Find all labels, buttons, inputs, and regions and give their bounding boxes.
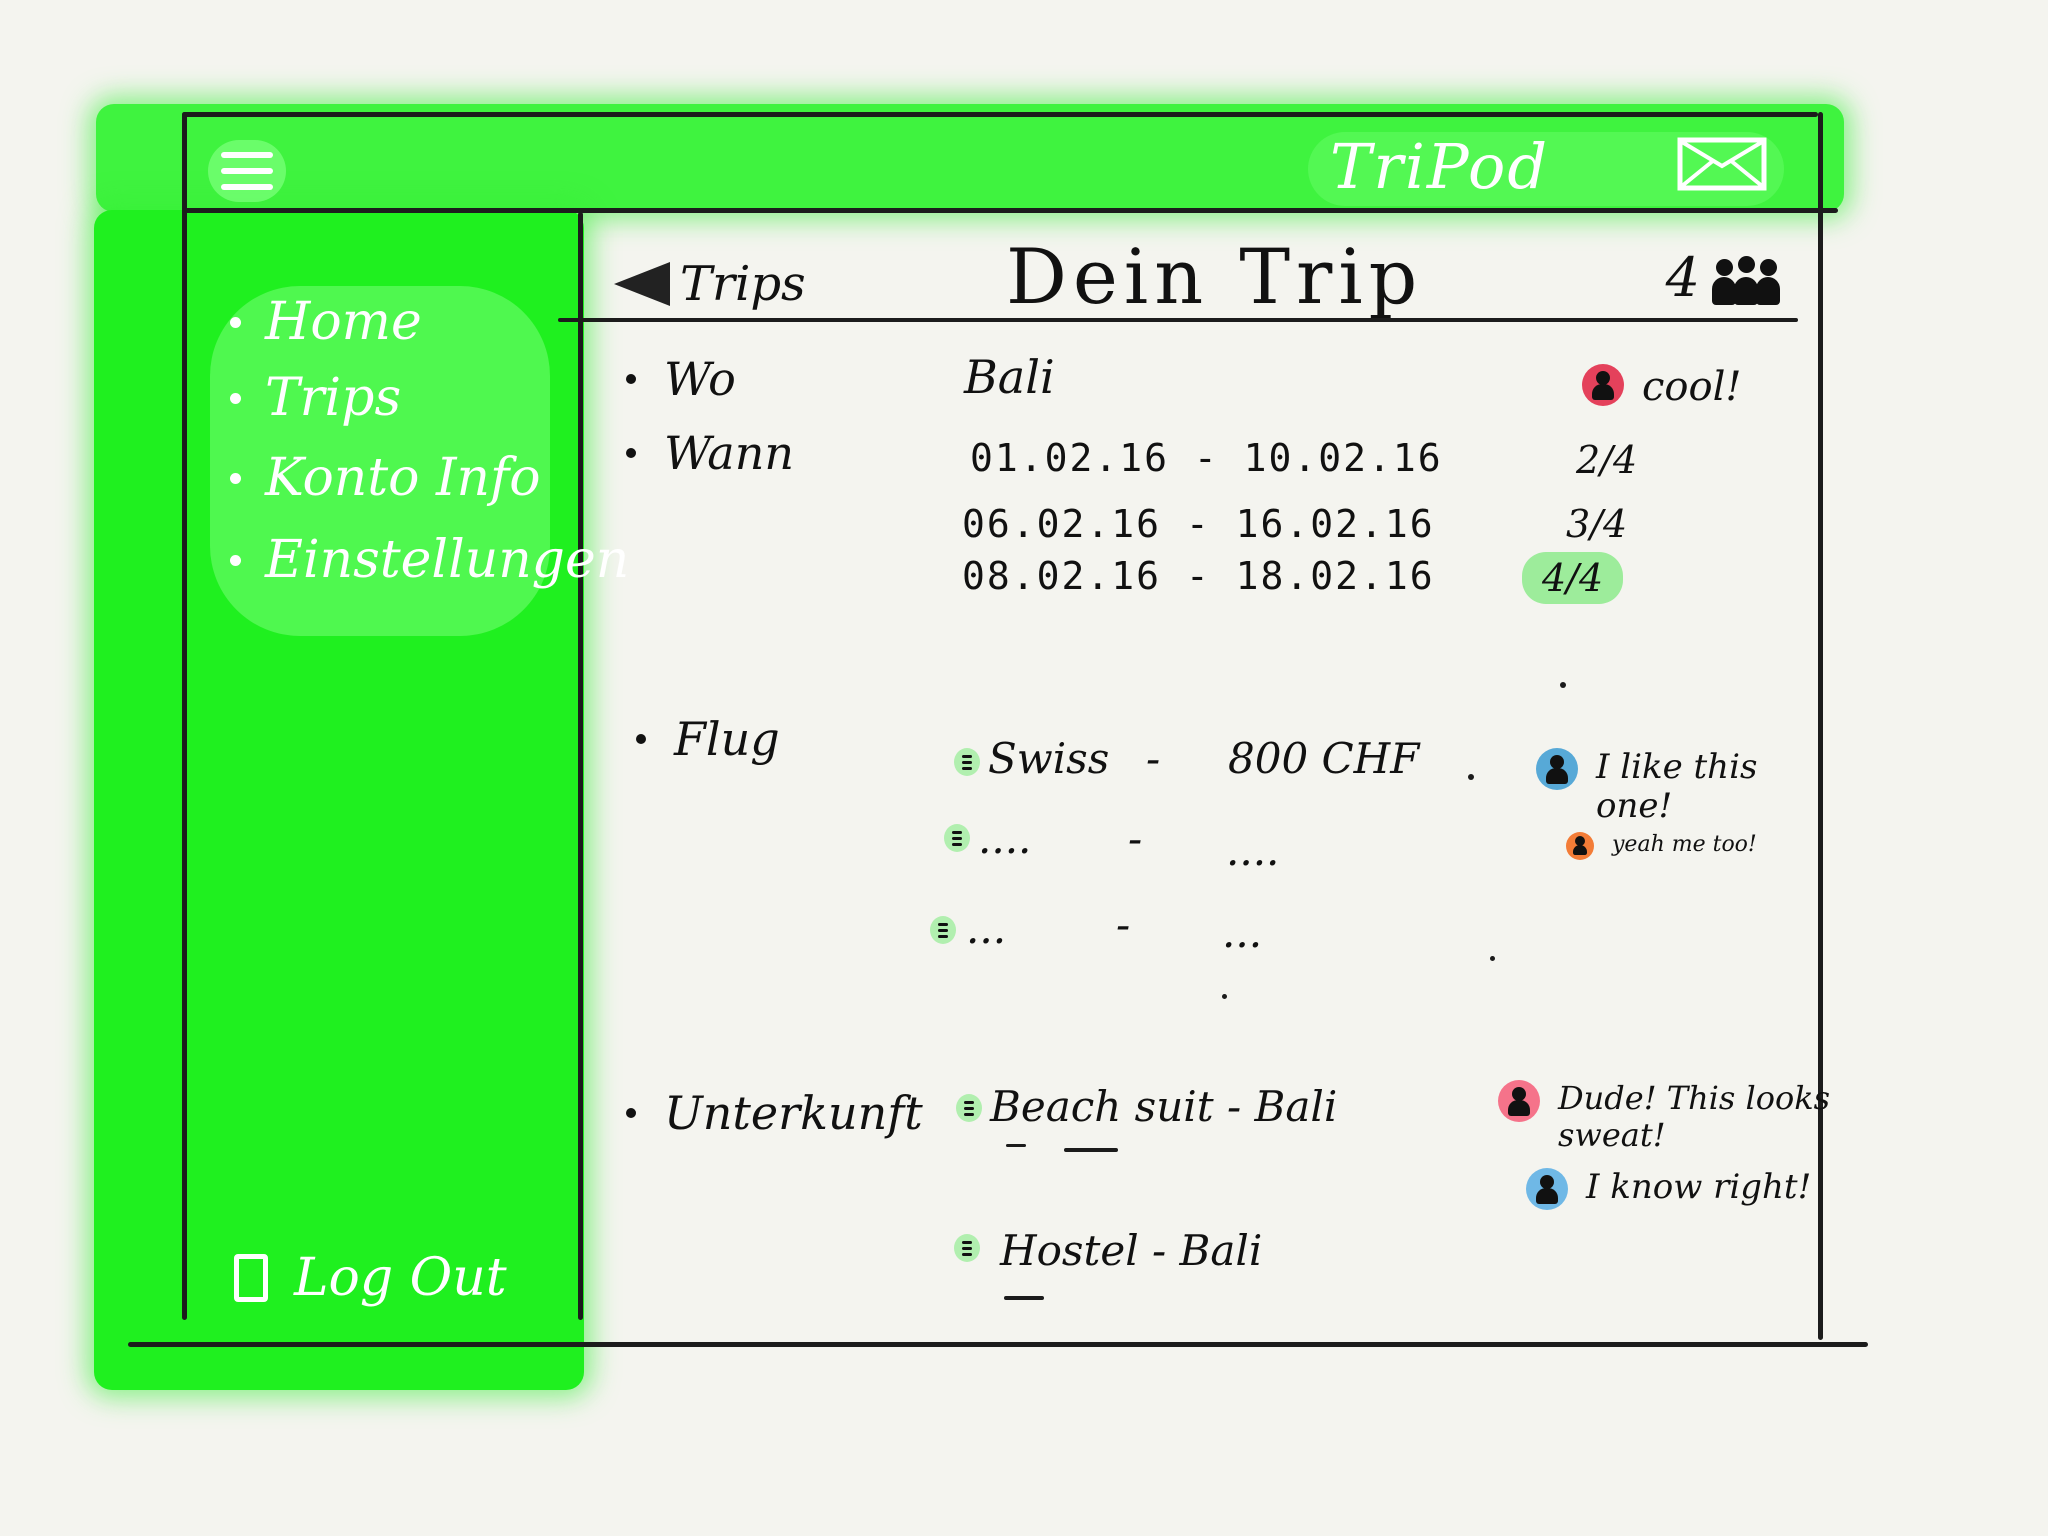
sidebar-item-label: Home <box>265 292 422 352</box>
date-option-1-votes: 2/4 <box>1576 438 1638 482</box>
people-icon <box>1712 251 1782 305</box>
lodging-comment-2: I know right! <box>1526 1167 1812 1210</box>
participants-button[interactable]: 4 <box>1666 246 1782 309</box>
bullet-icon <box>626 448 636 458</box>
flight-option-1-separator: - <box>1146 734 1161 783</box>
handwritten-stroke <box>1004 1296 1044 1300</box>
destination-comment: cool! <box>1582 364 1741 410</box>
comment-text: Dude! This looks sweat! <box>1558 1079 1831 1154</box>
frame-bottom-line <box>128 1342 1868 1347</box>
section-wann: Wann <box>626 426 794 480</box>
ink-dot <box>1222 994 1227 999</box>
sidebar-divider <box>578 212 583 1320</box>
avatar <box>1536 748 1578 790</box>
ink-dot <box>1490 956 1495 961</box>
bullet-icon <box>626 374 636 384</box>
flight-option-3-separator: - <box>1116 900 1131 949</box>
back-arrow-icon <box>614 262 670 306</box>
flight-option-1-name[interactable]: Swiss <box>988 734 1110 783</box>
sidebar-item-einstellungen[interactable]: Einstellungen <box>230 530 629 590</box>
avatar <box>1566 832 1594 860</box>
drag-handle-icon[interactable] <box>954 1234 980 1262</box>
sidebar-nav-highlight <box>210 286 550 636</box>
comment-text: I know right! <box>1586 1167 1812 1207</box>
logout-button[interactable]: Log Out <box>234 1248 507 1308</box>
sidebar-item-trips[interactable]: Trips <box>230 368 401 428</box>
sidebar-item-konto-info[interactable]: Konto Info <box>230 448 541 508</box>
flight-comment-1: I like this one! <box>1536 747 1758 827</box>
lodging-option-2[interactable]: Hostel - Bali <box>1000 1226 1263 1275</box>
flight-option-2-separator: - <box>1128 814 1143 863</box>
lodging-comment-1: Dude! This looks sweat! <box>1498 1080 1830 1154</box>
sidebar-item-label: Konto Info <box>265 448 541 508</box>
flight-option-3-price: ... <box>1222 908 1263 957</box>
bullet-icon <box>636 734 646 744</box>
menu-button[interactable] <box>208 140 286 202</box>
flight-option-2-price: .... <box>1226 826 1280 875</box>
section-unterkunft: Unterkunft <box>626 1086 923 1140</box>
hamburger-icon-line <box>221 184 273 190</box>
ink-dot <box>1468 774 1474 780</box>
avatar <box>1498 1080 1540 1122</box>
door-icon <box>234 1254 268 1302</box>
avatar <box>1582 364 1624 406</box>
lodging-option-1[interactable]: Beach suit - Bali <box>990 1082 1338 1131</box>
drag-handle-icon[interactable] <box>956 1094 982 1122</box>
date-option-2[interactable]: 06.02.16 - 16.02.16 <box>962 502 1435 546</box>
drag-handle-icon[interactable] <box>954 748 980 776</box>
destination-value[interactable]: Bali <box>964 350 1055 404</box>
bullet-icon <box>230 472 241 484</box>
flight-option-2-name[interactable]: .... <box>978 814 1032 863</box>
header-divider <box>182 208 1838 213</box>
handwritten-stroke <box>1006 1144 1026 1147</box>
bullet-icon <box>230 316 241 328</box>
flight-comment-2: yeah me too! <box>1566 832 1757 860</box>
avatar <box>1526 1168 1568 1210</box>
hamburger-icon <box>221 152 273 158</box>
frame-right-line <box>1818 112 1823 1340</box>
back-to-trips-button[interactable]: Trips <box>614 256 806 312</box>
handwritten-stroke <box>1064 1148 1118 1152</box>
bullet-icon <box>626 1108 636 1118</box>
sidebar-item-home[interactable]: Home <box>230 292 422 352</box>
section-label: Unterkunft <box>664 1086 923 1140</box>
date-option-2-votes: 3/4 <box>1566 502 1628 546</box>
date-option-3[interactable]: 08.02.16 - 18.02.16 <box>962 554 1435 598</box>
participants-count: 4 <box>1665 246 1700 309</box>
content-title-divider <box>558 318 1798 322</box>
section-label: Flug <box>674 712 780 766</box>
comment-text: cool! <box>1642 364 1742 410</box>
section-label: Wann <box>664 426 794 480</box>
logout-label: Log Out <box>294 1248 507 1308</box>
bullet-icon <box>230 392 241 404</box>
app-brand: TriPod <box>1330 130 1550 203</box>
section-label: Wo <box>664 352 736 406</box>
date-option-1[interactable]: 01.02.16 - 10.02.16 <box>970 436 1443 480</box>
bullet-icon <box>230 554 241 566</box>
frame-left-line <box>182 112 187 1320</box>
section-flug: Flug <box>636 712 780 766</box>
date-option-3-votes: 4/4 <box>1522 552 1624 604</box>
drag-handle-icon[interactable] <box>944 824 970 852</box>
mail-icon[interactable] <box>1676 136 1768 192</box>
flight-option-3-name[interactable]: ... <box>966 904 1007 953</box>
section-wo: Wo <box>626 352 736 406</box>
flight-option-1-price: 800 CHF <box>1228 734 1420 783</box>
comment-text: yeah me too! <box>1612 832 1757 857</box>
back-label: Trips <box>680 256 806 312</box>
hamburger-icon-line <box>221 168 273 174</box>
page-title: Dein Trip <box>1006 232 1424 321</box>
ink-dot <box>1560 682 1566 688</box>
sidebar-item-label: Trips <box>265 368 402 428</box>
drag-handle-icon[interactable] <box>930 916 956 944</box>
frame-top-line <box>182 112 1818 117</box>
content-header: Trips Dein Trip 4 <box>600 232 1796 322</box>
comment-text: I like this one! <box>1596 747 1758 827</box>
sidebar-item-label: Einstellungen <box>265 530 630 590</box>
